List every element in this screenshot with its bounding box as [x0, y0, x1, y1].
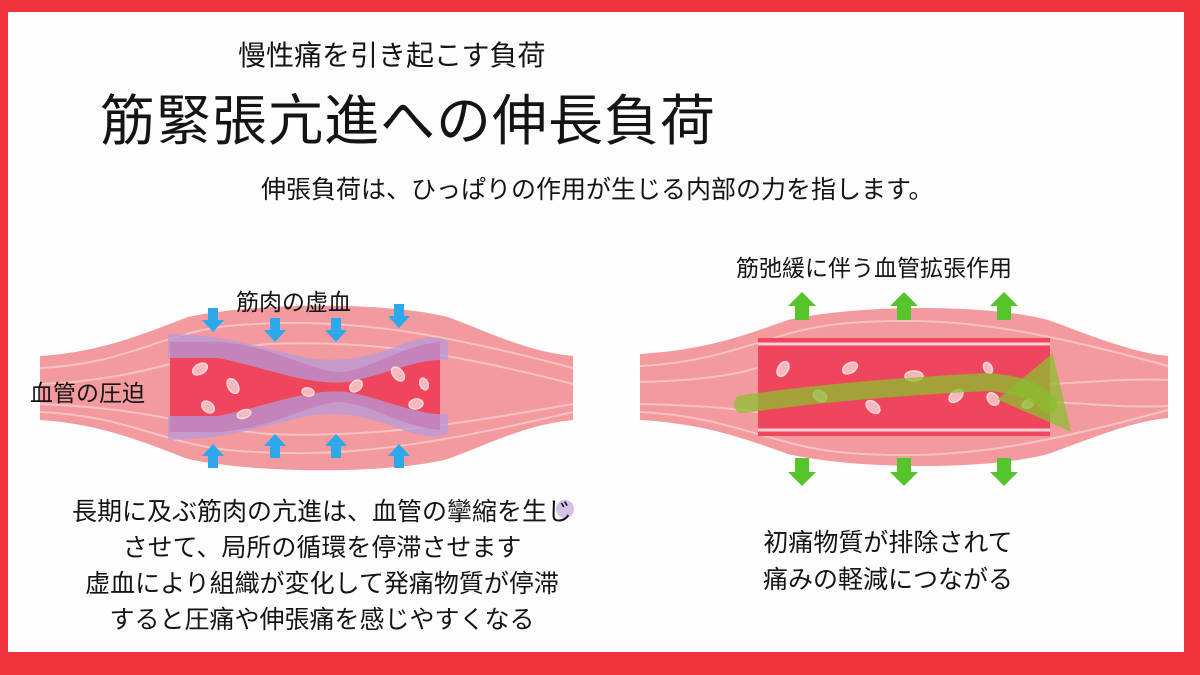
arrow-down-icon	[990, 458, 1018, 486]
arrow-up-icon	[788, 292, 816, 320]
left-description-line: 長期に及ぶ筋肉の亢進は、血管の攣縮を生じ	[71, 497, 572, 526]
compression-overlay-top	[168, 334, 448, 383]
label-muscle-ischemia: 筋肉の虚血	[236, 290, 351, 316]
arrow-up-icon	[388, 444, 410, 468]
definition-text: 伸張負荷は、ひっぱりの作用が生じる内部の力を指します。	[261, 175, 934, 204]
right-muscle-diagram	[639, 292, 1169, 486]
left-description-line: 虚血により組織が変化して発痛物質が停滞	[85, 569, 559, 598]
left-blood-cells	[191, 362, 430, 420]
left-description-line: すると圧痛や伸張痛を感じやすくなる	[109, 605, 535, 634]
right-blood-cells	[776, 360, 1035, 415]
left-muscle-fibers	[39, 321, 574, 455]
arrow-up-icon	[990, 292, 1018, 320]
diagram-art	[39, 292, 1169, 518]
left-description-line: させて、局所の循環を停滞させます	[122, 533, 522, 562]
flow-arrow-icon	[734, 353, 1072, 432]
inward-arrows	[202, 304, 410, 468]
label-vessel-dilation: 筋弛緩に伴う血管拡張作用	[736, 256, 1012, 282]
arrow-down-icon	[325, 318, 347, 342]
arrow-up-icon	[202, 444, 224, 468]
left-description: 長期に及ぶ筋肉の亢進は、血管の攣縮を生じ させて、局所の循環を停滞させます 虚血…	[22, 494, 622, 638]
arrow-down-icon	[202, 308, 224, 332]
compression-overlay-bottom	[168, 391, 448, 440]
outward-arrows	[788, 292, 1018, 486]
arrow-down-icon	[388, 304, 410, 328]
arrow-up-icon	[325, 434, 347, 458]
arrow-down-icon	[890, 458, 918, 486]
arrow-down-icon	[788, 458, 816, 486]
pointer-dot	[556, 500, 574, 518]
right-description-line: 初痛物質が排除されて	[763, 528, 1013, 557]
arrow-down-icon	[264, 318, 286, 342]
arrow-up-icon	[890, 292, 918, 320]
right-description: 初痛物質が排除されて 痛みの軽減につながる	[724, 524, 1052, 598]
left-muscle-diagram	[39, 304, 574, 518]
slide-subtitle: 慢性痛を引き起こす負荷	[238, 39, 546, 72]
slide-title: 筋緊張亢進への伸長負荷	[100, 89, 717, 153]
slide: 慢性痛を引き起こす負荷 筋緊張亢進への伸長負荷 伸張負荷は、ひっぱりの作用が生じ…	[8, 12, 1184, 652]
arrow-up-icon	[264, 434, 286, 458]
right-description-line: 痛みの軽減につながる	[762, 565, 1013, 594]
label-vessel-compression: 血管の圧迫	[30, 381, 145, 407]
